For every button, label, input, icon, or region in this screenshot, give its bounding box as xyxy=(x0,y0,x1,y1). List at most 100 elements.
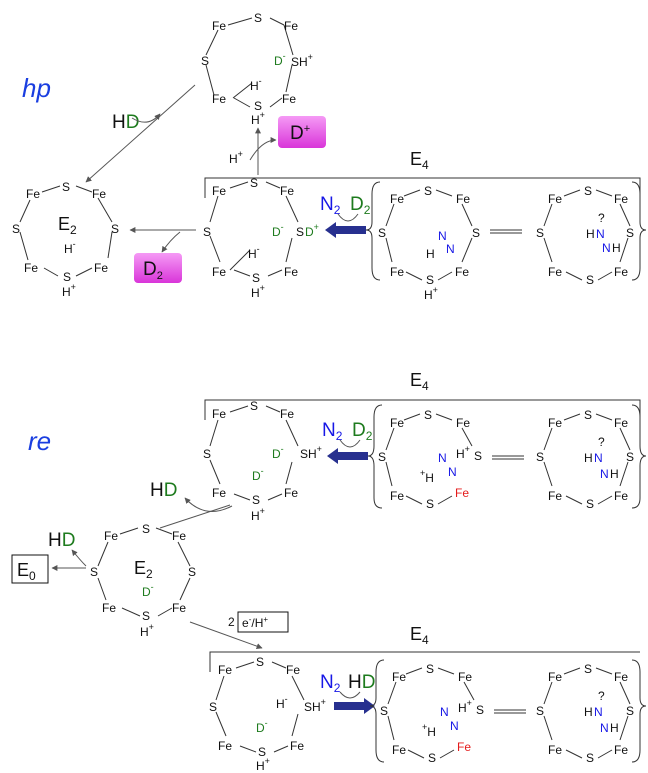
n-atom: N xyxy=(600,721,609,735)
n2-label: N2 xyxy=(322,420,343,443)
d-plus-box xyxy=(278,116,326,148)
h-plus-label: +H xyxy=(420,468,434,485)
s-atom: S xyxy=(426,662,434,676)
fe-atom: Fe xyxy=(172,601,186,615)
fe-atom: Fe xyxy=(284,265,298,279)
s-atom: S xyxy=(476,703,484,717)
step-count: 2 xyxy=(228,615,235,629)
fe-atom: Fe xyxy=(212,407,226,421)
s-atom: S xyxy=(584,408,592,422)
h-atom: H xyxy=(584,705,593,719)
s-atom: S xyxy=(250,176,258,190)
s-atom: S xyxy=(142,609,150,623)
cluster-n2-re-b: Fe S Fe S S ? H N N H Fe S Fe xyxy=(536,408,634,511)
s-atom: S xyxy=(626,226,634,240)
s-atom: S xyxy=(142,522,150,536)
n2-d2-exchange-arrow xyxy=(325,222,366,238)
fe-atom: Fe xyxy=(212,184,226,198)
h-atom: H xyxy=(586,227,595,241)
fe-atom: Fe xyxy=(212,92,226,106)
n-atom: N xyxy=(602,241,611,255)
h-plus-label: H+ xyxy=(251,110,265,127)
d2-label: D2 xyxy=(143,259,163,282)
fe-atom: Fe xyxy=(390,265,404,279)
s-atom: S xyxy=(424,408,432,422)
fe-atom: Fe xyxy=(548,192,562,206)
cluster-e4-re: Fe S Fe S D- SH+ D- Fe S Fe H+ xyxy=(203,399,322,523)
h-plus-label: H+ xyxy=(62,282,76,299)
fe-atom: Fe xyxy=(614,192,628,206)
e-h-label: e-/H+ xyxy=(242,615,268,630)
n-atom: N xyxy=(438,451,447,465)
fe-atom: Fe xyxy=(548,265,562,279)
cluster-n2-re-a: Fe S Fe S H+ S N N +H Fe S Fe xyxy=(378,408,482,511)
fe-atom: Fe xyxy=(456,192,470,206)
fe-atom: Fe xyxy=(284,486,298,500)
fe-atom: Fe xyxy=(282,92,296,106)
cluster-n2-bottom-a: Fe S Fe S H+ S N N +H Fe S Fe xyxy=(380,662,484,765)
h-plus-label: H+ xyxy=(256,756,270,773)
fe-atom: Fe xyxy=(286,663,300,677)
fe-atom: Fe xyxy=(102,601,116,615)
e2-label: E2 xyxy=(58,214,77,237)
fe-atom: Fe xyxy=(392,743,406,757)
s-atom: S xyxy=(586,273,594,287)
s-atom: S xyxy=(254,99,262,113)
h-plus-label: H+ xyxy=(140,622,154,639)
d-minus-label: D- xyxy=(142,582,154,599)
h-minus-label: H- xyxy=(248,244,260,261)
n-atom: N xyxy=(594,705,603,719)
fe-atom: Fe xyxy=(212,265,226,279)
cluster-e4-a: Fe S Fe S D- S D+ H- Fe S Fe H+ xyxy=(203,176,319,300)
fe-atom: Fe xyxy=(548,489,562,503)
fe-atom: Fe xyxy=(614,670,628,684)
h-plus-label: H+ xyxy=(424,285,438,302)
e4-label: E4 xyxy=(410,370,429,393)
fe-atom: Fe xyxy=(548,416,562,430)
hd-label: HD xyxy=(48,530,75,551)
s-atom: S xyxy=(536,226,544,240)
s-atom: S xyxy=(252,493,260,507)
s-atom: S xyxy=(584,662,592,676)
fe-atom: Fe xyxy=(212,486,226,500)
fe-atom: Fe xyxy=(458,670,472,684)
n-atom: N xyxy=(448,465,457,479)
s-atom: S xyxy=(536,704,544,718)
fe-atom: Fe xyxy=(548,743,562,757)
d-minus-label: D- xyxy=(272,222,284,239)
mode-hp-label: hp xyxy=(22,73,51,103)
question-mark: ? xyxy=(598,211,605,225)
s-atom: S xyxy=(626,450,634,464)
h-plus-label: H+ xyxy=(229,149,243,166)
h-plus-label: +H xyxy=(422,722,436,739)
s-atom: S xyxy=(252,271,260,285)
d-minus-label: D- xyxy=(256,718,268,735)
n2-label: N2 xyxy=(320,672,341,695)
s-atom: S xyxy=(62,180,70,194)
e-h-box xyxy=(237,611,289,633)
n-atom: N xyxy=(450,719,459,733)
n-atom: N xyxy=(600,467,609,481)
h-plus-label: H+ xyxy=(458,698,472,715)
s-atom: S xyxy=(472,226,480,240)
s-atom: S xyxy=(426,273,434,287)
s-atom: S xyxy=(296,225,304,239)
s-atom: S xyxy=(378,226,386,240)
fe-atom: Fe xyxy=(390,416,404,430)
s-atom: S xyxy=(254,11,262,25)
cluster-n2-b: Fe S Fe S S ? H N N H Fe S Fe xyxy=(536,184,634,287)
fe-atom: Fe xyxy=(212,19,226,33)
n2-hd-exchange-arrow xyxy=(334,698,375,714)
h-atom: H xyxy=(426,247,435,261)
fe-atom: Fe xyxy=(456,416,470,430)
h-plus-label: H+ xyxy=(251,506,265,523)
s-atom: S xyxy=(258,745,266,759)
e0-box xyxy=(11,554,49,584)
fe-atom: Fe xyxy=(455,265,469,279)
s-atom: S xyxy=(201,54,209,68)
h-atom: H xyxy=(612,241,621,255)
h-plus-label: H+ xyxy=(251,283,265,300)
cluster-n2-a: Fe S Fe S S N N H Fe S Fe H+ xyxy=(378,184,480,302)
s-atom: S xyxy=(586,497,594,511)
